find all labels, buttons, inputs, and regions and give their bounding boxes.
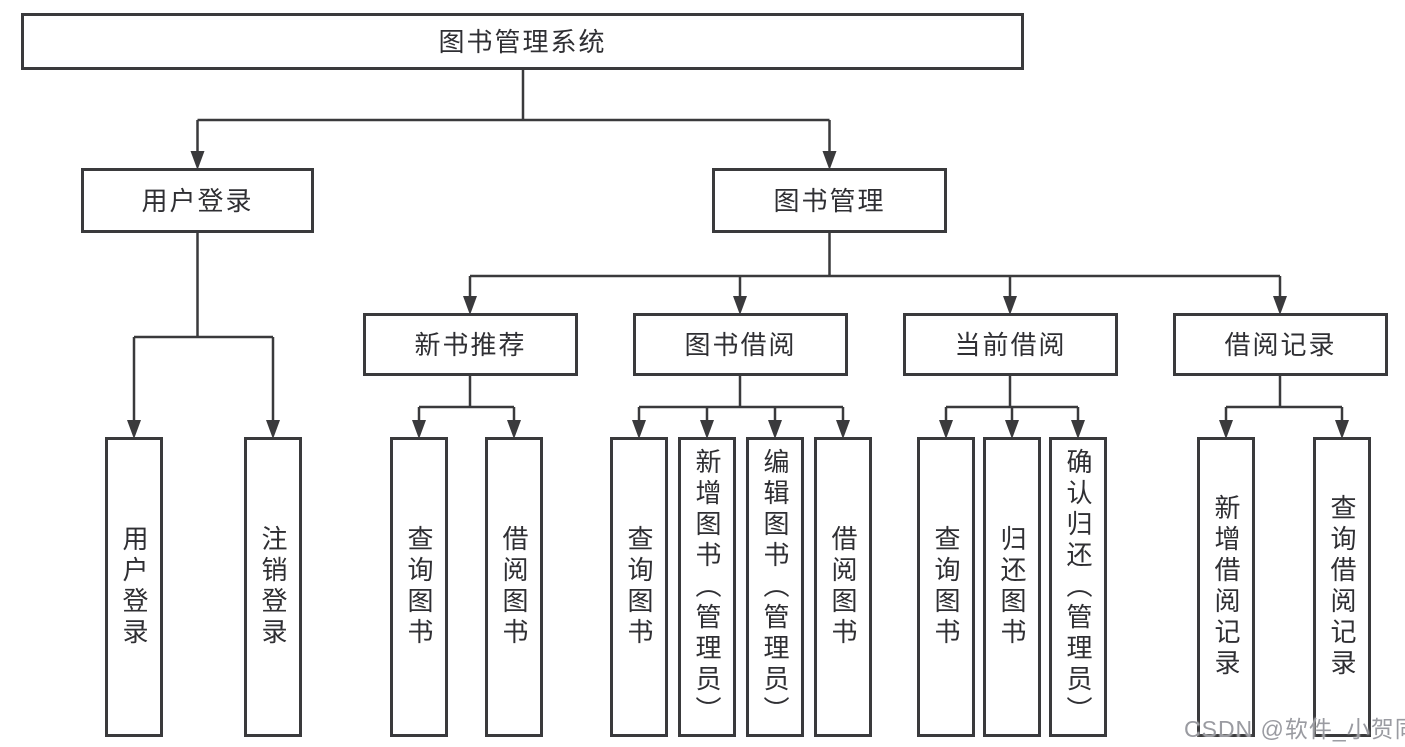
leaf-bb-add-book-admin-label: 新增图书（管理员） (692, 447, 722, 727)
node-new-book-rec: 新书推荐 (363, 313, 578, 376)
connector-new-book-rec-children (412, 376, 521, 439)
leaf-logout-label: 注销登录 (258, 525, 288, 649)
leaf-rec-query-books: 查询图书 (390, 437, 448, 737)
connector-current-borrow-children (939, 376, 1085, 439)
leaf-br-add-record-label: 新增借阅记录 (1211, 494, 1241, 680)
connector-borrow-records-children (1219, 376, 1349, 439)
node-current-borrow: 当前借阅 (903, 313, 1118, 376)
node-book-mgmt: 图书管理 (712, 168, 947, 233)
leaf-bb-query-books: 查询图书 (610, 437, 668, 737)
leaf-user-login-label: 用户登录 (119, 525, 149, 649)
leaf-cb-return-books-label: 归还图书 (997, 525, 1027, 649)
node-book-mgmt-label: 图书管理 (773, 185, 886, 216)
leaf-rec-borrow-books: 借阅图书 (485, 437, 543, 737)
leaf-bb-query-books-label: 查询图书 (624, 525, 654, 649)
connector-user-login-children (127, 233, 280, 439)
node-user-login: 用户登录 (81, 168, 314, 233)
leaf-cb-confirm-return-admin-label: 确认归还（管理员） (1063, 447, 1093, 727)
leaf-cb-query-books: 查询图书 (917, 437, 975, 737)
leaf-cb-return-books: 归还图书 (983, 437, 1041, 737)
arrowheads (939, 420, 1085, 439)
leaf-logout: 注销登录 (244, 437, 302, 737)
node-book-borrow-label: 图书借阅 (684, 329, 797, 360)
node-book-borrow: 图书借阅 (633, 313, 848, 376)
leaf-rec-borrow-books-label: 借阅图书 (499, 525, 529, 649)
watermark-text: CSDN @软件_小贺同学 (1184, 716, 1405, 742)
node-user-login-label: 用户登录 (141, 185, 254, 216)
leaf-user-login: 用户登录 (105, 437, 163, 737)
leaf-bb-borrow-books-label: 借阅图书 (828, 525, 858, 649)
node-new-book-rec-label: 新书推荐 (414, 329, 527, 360)
leaf-cb-query-books-label: 查询图书 (931, 525, 961, 649)
arrowheads (463, 296, 1287, 315)
leaf-bb-borrow-books: 借阅图书 (814, 437, 872, 737)
node-borrow-records: 借阅记录 (1173, 313, 1388, 376)
node-current-borrow-label: 当前借阅 (954, 329, 1067, 360)
leaf-bb-edit-book-admin-label: 编辑图书（管理员） (760, 447, 790, 727)
leaf-cb-confirm-return-admin: 确认归还（管理员） (1049, 437, 1107, 737)
leaf-bb-edit-book-admin: 编辑图书（管理员） (746, 437, 804, 737)
leaf-br-query-record: 查询借阅记录 (1313, 437, 1371, 737)
node-root: 图书管理系统 (21, 13, 1024, 70)
connector-book-mgmt-to-level3 (463, 233, 1287, 315)
leaf-br-add-record: 新增借阅记录 (1197, 437, 1255, 737)
node-root-label: 图书管理系统 (438, 26, 607, 57)
arrowheads (1219, 420, 1349, 439)
node-borrow-records-label: 借阅记录 (1224, 329, 1337, 360)
leaf-br-query-record-label: 查询借阅记录 (1327, 494, 1357, 680)
arrowheads (412, 420, 521, 439)
leaf-rec-query-books-label: 查询图书 (404, 525, 434, 649)
connector-book-borrow-children (632, 376, 850, 439)
connector-root-to-level2 (190, 70, 837, 170)
leaf-bb-add-book-admin: 新增图书（管理员） (678, 437, 736, 737)
